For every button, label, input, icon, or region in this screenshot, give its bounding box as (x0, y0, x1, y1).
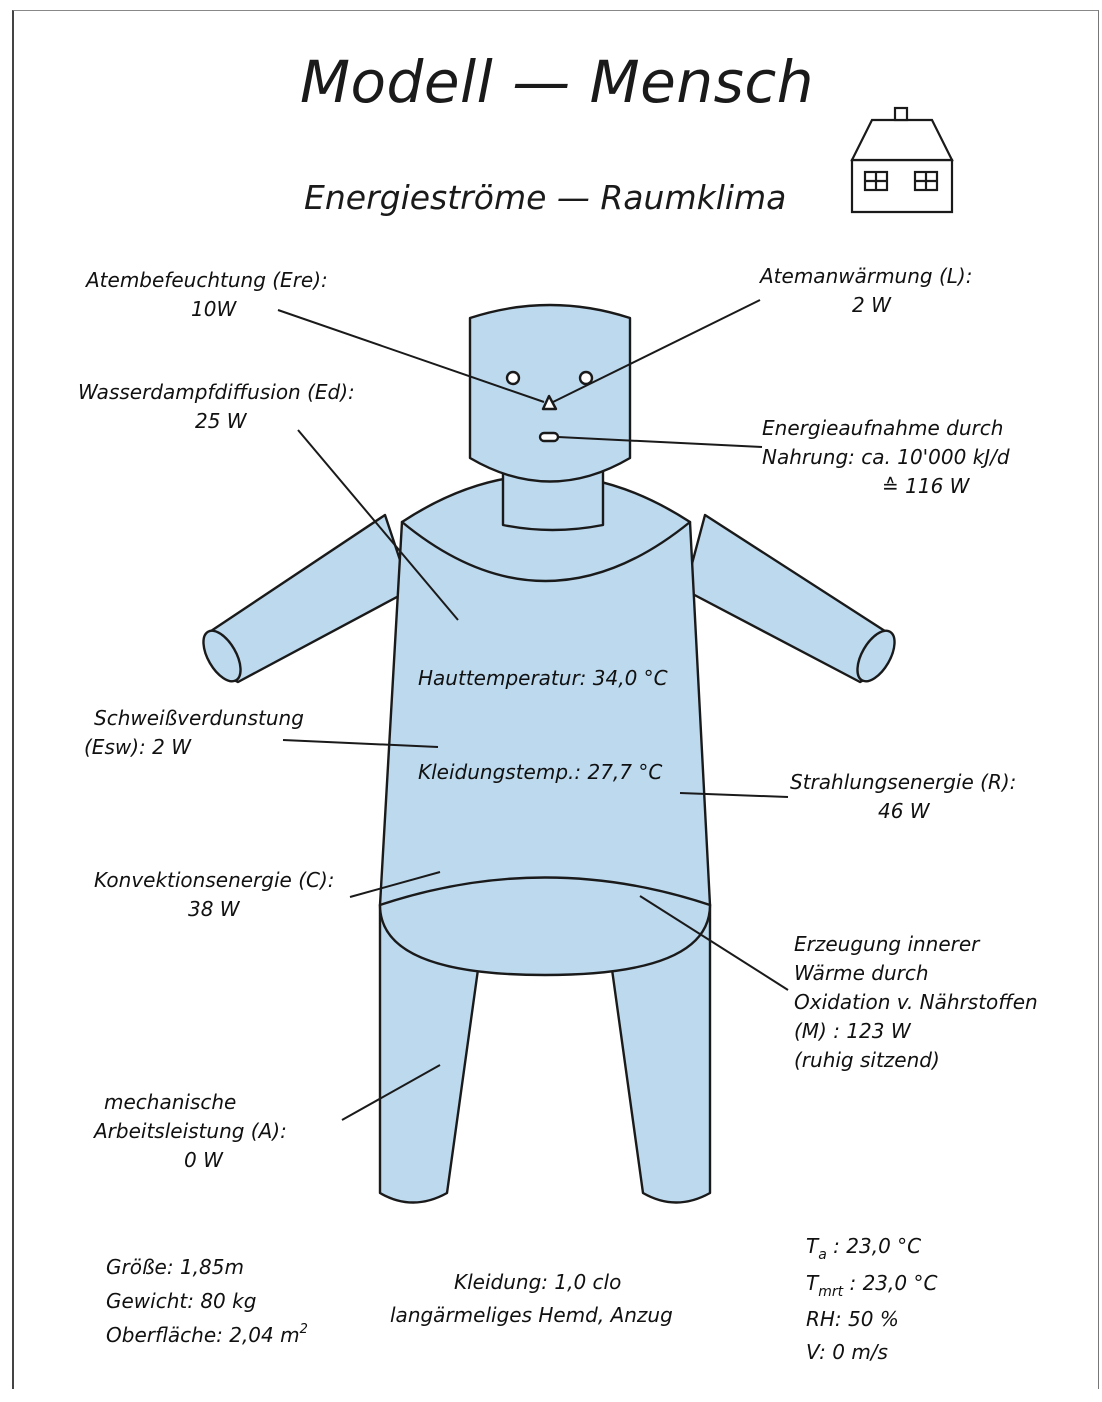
label-mechanisch: mechanische Arbeitsleistung (A): 0 W (104, 1088, 287, 1175)
gewicht-value: Gewicht: 80 kg (106, 1284, 308, 1318)
label-hauttemperatur: Hauttemperatur: 34,0 °C (418, 664, 668, 693)
kleidung-value: Kleidung: 1,0 clo (390, 1266, 673, 1299)
label-kleidungstemp: Kleidungstemp.: 27,7 °C (418, 758, 662, 787)
label-atemanwaermung: Atemanwärmung (L): 2 W (760, 262, 972, 320)
tmrt-text: : 23,0 °C (843, 1271, 937, 1295)
atemanwaermung-value: 2 W (760, 291, 972, 320)
nahrung-line3: ≙ 116 W (762, 472, 1010, 501)
label-erzeugung: Erzeugung innerer Wärme durch Oxidation … (794, 930, 1038, 1075)
atembefeuchtung-value: 10W (86, 295, 328, 324)
erzeugung-line5: (ruhig sitzend) (794, 1046, 1038, 1075)
mouth (540, 433, 558, 441)
oberflaeche-exponent: 2 (300, 1322, 308, 1337)
oberflaeche-text: Oberfläche: 2,04 m (106, 1323, 300, 1347)
page-title: Modell — Mensch (300, 40, 814, 124)
ta-value: Ta : 23,0 °C (806, 1230, 937, 1267)
wasserdampf-value: 25 W (78, 407, 355, 436)
konvektion-value: 38 W (94, 895, 335, 924)
label-nahrung: Energieaufnahme durch Nahrung: ca. 10'00… (762, 414, 1010, 501)
mechanisch-line2: Arbeitsleistung (A): (94, 1117, 287, 1146)
nahrung-line1: Energieaufnahme durch (762, 414, 1010, 443)
right-eye (580, 372, 592, 384)
atembefeuchtung-title: Atembefeuchtung (Ere): (86, 266, 328, 295)
ta-subscript: a (818, 1247, 827, 1263)
page-subtitle: Energieströme — Raumklima (304, 174, 786, 222)
strahlung-title: Strahlungsenergie (R): (790, 768, 1016, 797)
erzeugung-line4: (M) : 123 W (794, 1017, 1038, 1046)
footer-room-climate: Ta : 23,0 °C Tmrt : 23,0 °C RH: 50 % V: … (806, 1230, 937, 1368)
kleidung-description: langärmeliges Hemd, Anzug (390, 1299, 673, 1332)
right-arm (685, 515, 888, 682)
ta-text: : 23,0 °C (827, 1234, 921, 1258)
mechanisch-value: 0 W (104, 1146, 287, 1175)
wasserdampf-title: Wasserdampfdiffusion (Ed): (78, 378, 355, 407)
footer-kleidung: Kleidung: 1,0 clo langärmeliges Hemd, An… (390, 1266, 673, 1332)
erzeugung-line2: Wärme durch (794, 959, 1038, 988)
atemanwaermung-title: Atemanwärmung (L): (760, 262, 972, 291)
nahrung-line2: Nahrung: ca. 10'000 kJ/d (762, 443, 1010, 472)
tmrt-symbol: T (806, 1271, 818, 1295)
tmrt-subscript: mrt (818, 1284, 843, 1300)
groesse-value: Größe: 1,85m (106, 1250, 308, 1284)
left-eye (507, 372, 519, 384)
oberflaeche-value: Oberfläche: 2,04 m2 (106, 1318, 308, 1352)
label-schweissverdunstung: Schweißverdunstung (Esw): 2 W (94, 704, 304, 762)
footer-body-data: Größe: 1,85m Gewicht: 80 kg Oberfläche: … (106, 1250, 308, 1352)
erzeugung-line3: Oxidation v. Nährstoffen (794, 988, 1038, 1017)
erzeugung-line1: Erzeugung innerer (794, 930, 1038, 959)
torso (380, 475, 710, 975)
label-konvektionsenergie: Konvektionsenergie (C): 38 W (94, 866, 335, 924)
label-atembefeuchtung: Atembefeuchtung (Ere): 10W (86, 266, 328, 324)
house-icon (852, 108, 952, 212)
label-wasserdampfdiffusion: Wasserdampfdiffusion (Ed): 25 W (78, 378, 355, 436)
v-value: V: 0 m/s (806, 1336, 937, 1368)
label-strahlungsenergie: Strahlungsenergie (R): 46 W (790, 768, 1016, 826)
tmrt-value: Tmrt : 23,0 °C (806, 1267, 937, 1304)
ta-symbol: T (806, 1234, 818, 1258)
konvektion-title: Konvektionsenergie (C): (94, 866, 335, 895)
strahlung-value: 46 W (790, 797, 1016, 826)
rh-value: RH: 50 % (806, 1303, 937, 1335)
schweiss-line1: Schweißverdunstung (94, 704, 304, 733)
head (470, 305, 630, 482)
mechanisch-line1: mechanische (104, 1088, 287, 1117)
schweiss-line2: (Esw): 2 W (84, 733, 304, 762)
